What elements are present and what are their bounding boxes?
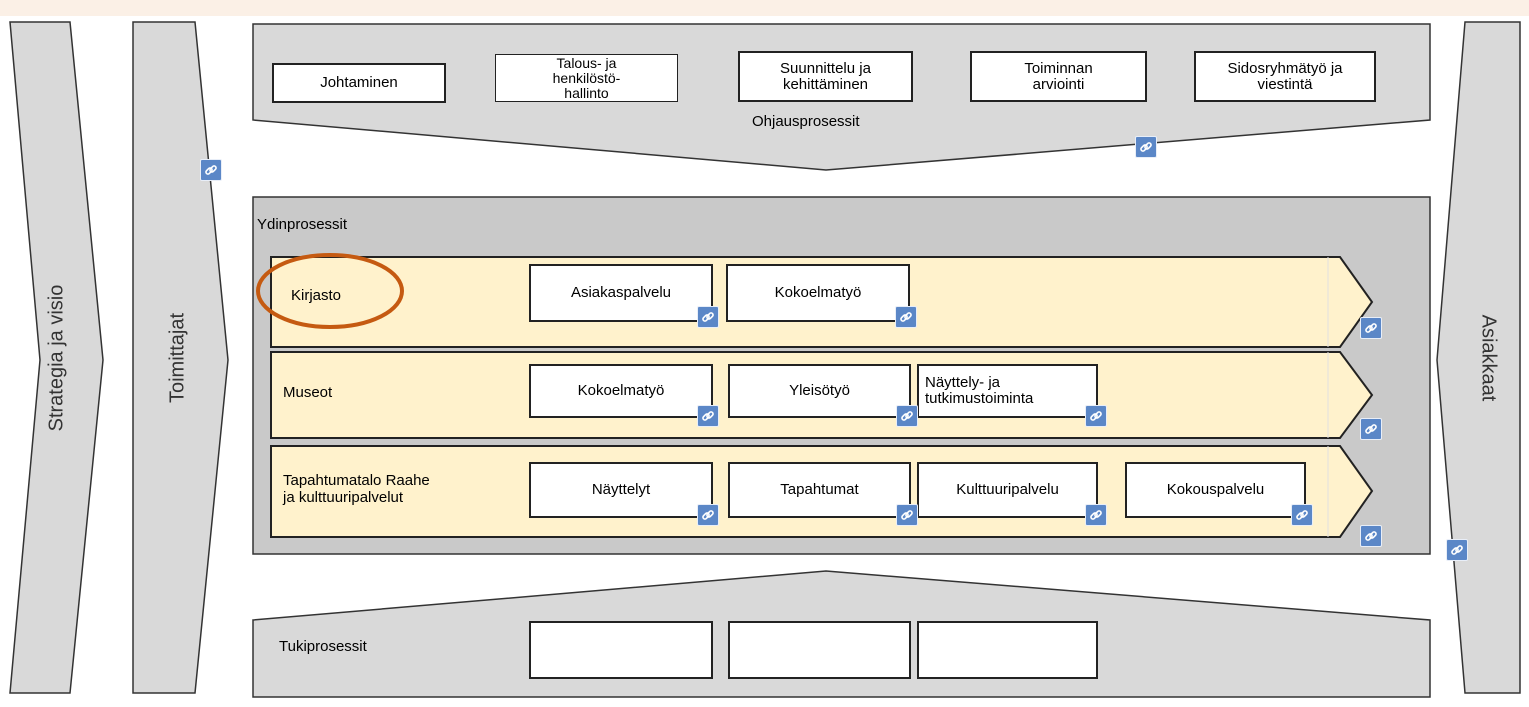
control-item[interactable]: Johtaminen — [272, 63, 446, 103]
core-item[interactable]: Kokoelmatyö — [529, 364, 713, 418]
control-item[interactable]: Toiminnan arviointi — [970, 51, 1147, 102]
core-item[interactable]: Tapahtumat — [728, 462, 911, 518]
link-icon[interactable] — [895, 306, 917, 328]
core-row-name: Kirjasto — [291, 287, 342, 304]
support-processes-title: Tukiprosessit — [279, 638, 367, 655]
link-icon[interactable] — [1360, 317, 1382, 339]
core-processes-title: Ydinprosessit — [257, 216, 348, 233]
link-icon[interactable] — [1085, 405, 1107, 427]
control-item[interactable]: Sidosryhmätyö ja viestintä — [1194, 51, 1376, 102]
control-item[interactable]: Talous- ja henkilöstö- hallinto — [495, 54, 678, 102]
core-item[interactable]: Kokoelmatyö — [726, 264, 910, 322]
customers-arrow-shape — [1436, 21, 1521, 694]
link-icon[interactable] — [697, 504, 719, 526]
support-item[interactable] — [728, 621, 911, 679]
suppliers-arrow-shape — [132, 21, 229, 694]
strategy-label: Strategia ja visio — [45, 284, 68, 432]
suppliers-label: Toimittajat — [166, 312, 189, 404]
strategy-arrow-shape — [9, 21, 104, 694]
link-icon[interactable] — [1360, 525, 1382, 547]
core-item[interactable]: Kokouspalvelu — [1125, 462, 1306, 518]
core-item[interactable]: Näyttelyt — [529, 462, 713, 518]
core-item[interactable]: Näyttely- ja tutkimustoiminta — [917, 364, 1098, 418]
core-row-name: Museot — [283, 384, 333, 401]
link-icon[interactable] — [1360, 418, 1382, 440]
link-icon[interactable] — [200, 159, 222, 181]
core-item[interactable]: Kulttuuripalvelu — [917, 462, 1098, 518]
customers-label: Asiakkaat — [1477, 314, 1500, 402]
core-row-name: Tapahtumatalo Raahe ja kulttuuripalvelut — [283, 472, 430, 506]
control-processes-title: Ohjausprosessit — [752, 113, 860, 130]
support-item[interactable] — [917, 621, 1098, 679]
link-icon[interactable] — [1291, 504, 1313, 526]
link-icon[interactable] — [1085, 504, 1107, 526]
link-icon[interactable] — [896, 504, 918, 526]
link-icon[interactable] — [1446, 539, 1468, 561]
control-item[interactable]: Suunnittelu ja kehittäminen — [738, 51, 913, 102]
core-item[interactable]: Asiakaspalvelu — [529, 264, 713, 322]
highlight-circle — [256, 253, 404, 329]
link-icon[interactable] — [697, 405, 719, 427]
link-icon[interactable] — [697, 306, 719, 328]
core-item[interactable]: Yleisötyö — [728, 364, 911, 418]
link-icon[interactable] — [896, 405, 918, 427]
top-strip — [0, 0, 1529, 16]
link-icon[interactable] — [1135, 136, 1157, 158]
support-item[interactable] — [529, 621, 713, 679]
